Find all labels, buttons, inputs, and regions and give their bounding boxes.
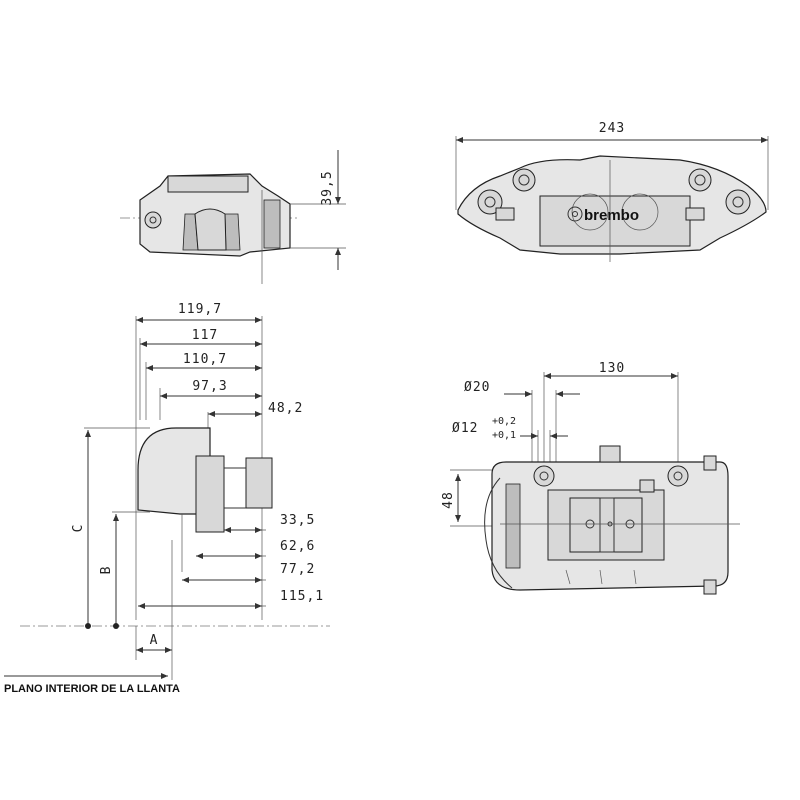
mount-spacing-dim: 130 (599, 361, 625, 376)
dim-117: 117 (192, 328, 218, 343)
pin-hole-dim: Ø12 (452, 421, 478, 436)
dim-33-5: 33,5 (280, 513, 315, 528)
front-width-dim: 243 (599, 121, 625, 136)
mount-height-dim: 48 (441, 491, 456, 509)
dim-48-2: 48,2 (268, 401, 303, 416)
label-c: C (71, 524, 86, 533)
brand-logo-text: brembo (584, 207, 639, 224)
label-a: A (150, 633, 159, 648)
dim-115-1: 115,1 (280, 589, 324, 604)
tolerance-lower: +0,1 (492, 430, 516, 441)
dim-77-2: 77,2 (280, 562, 315, 577)
bolt-hole-dim: Ø20 (464, 380, 490, 395)
dim-62-6: 62,6 (280, 539, 315, 554)
dim-119-7: 119,7 (178, 302, 222, 317)
rim-plane-label: PLANO INTERIOR DE LA LLANTA (4, 683, 180, 695)
caliper-section-view: 119,7 117 110,7 97,3 48,2 33,5 62,6 77,2… (4, 302, 330, 695)
dim-97-3: 97,3 (192, 379, 227, 394)
caliper-side-view: 39,5 (120, 150, 346, 284)
dim-110-7: 110,7 (183, 352, 227, 367)
caliper-mount-view: 130 Ø20 Ø12 +0,2 +0,1 48 (441, 361, 740, 595)
label-b: B (99, 566, 114, 575)
side-height-dim: 39,5 (320, 170, 335, 205)
tolerance-upper: +0,2 (492, 416, 516, 427)
caliper-front-view: 243 brembo (455, 121, 769, 262)
